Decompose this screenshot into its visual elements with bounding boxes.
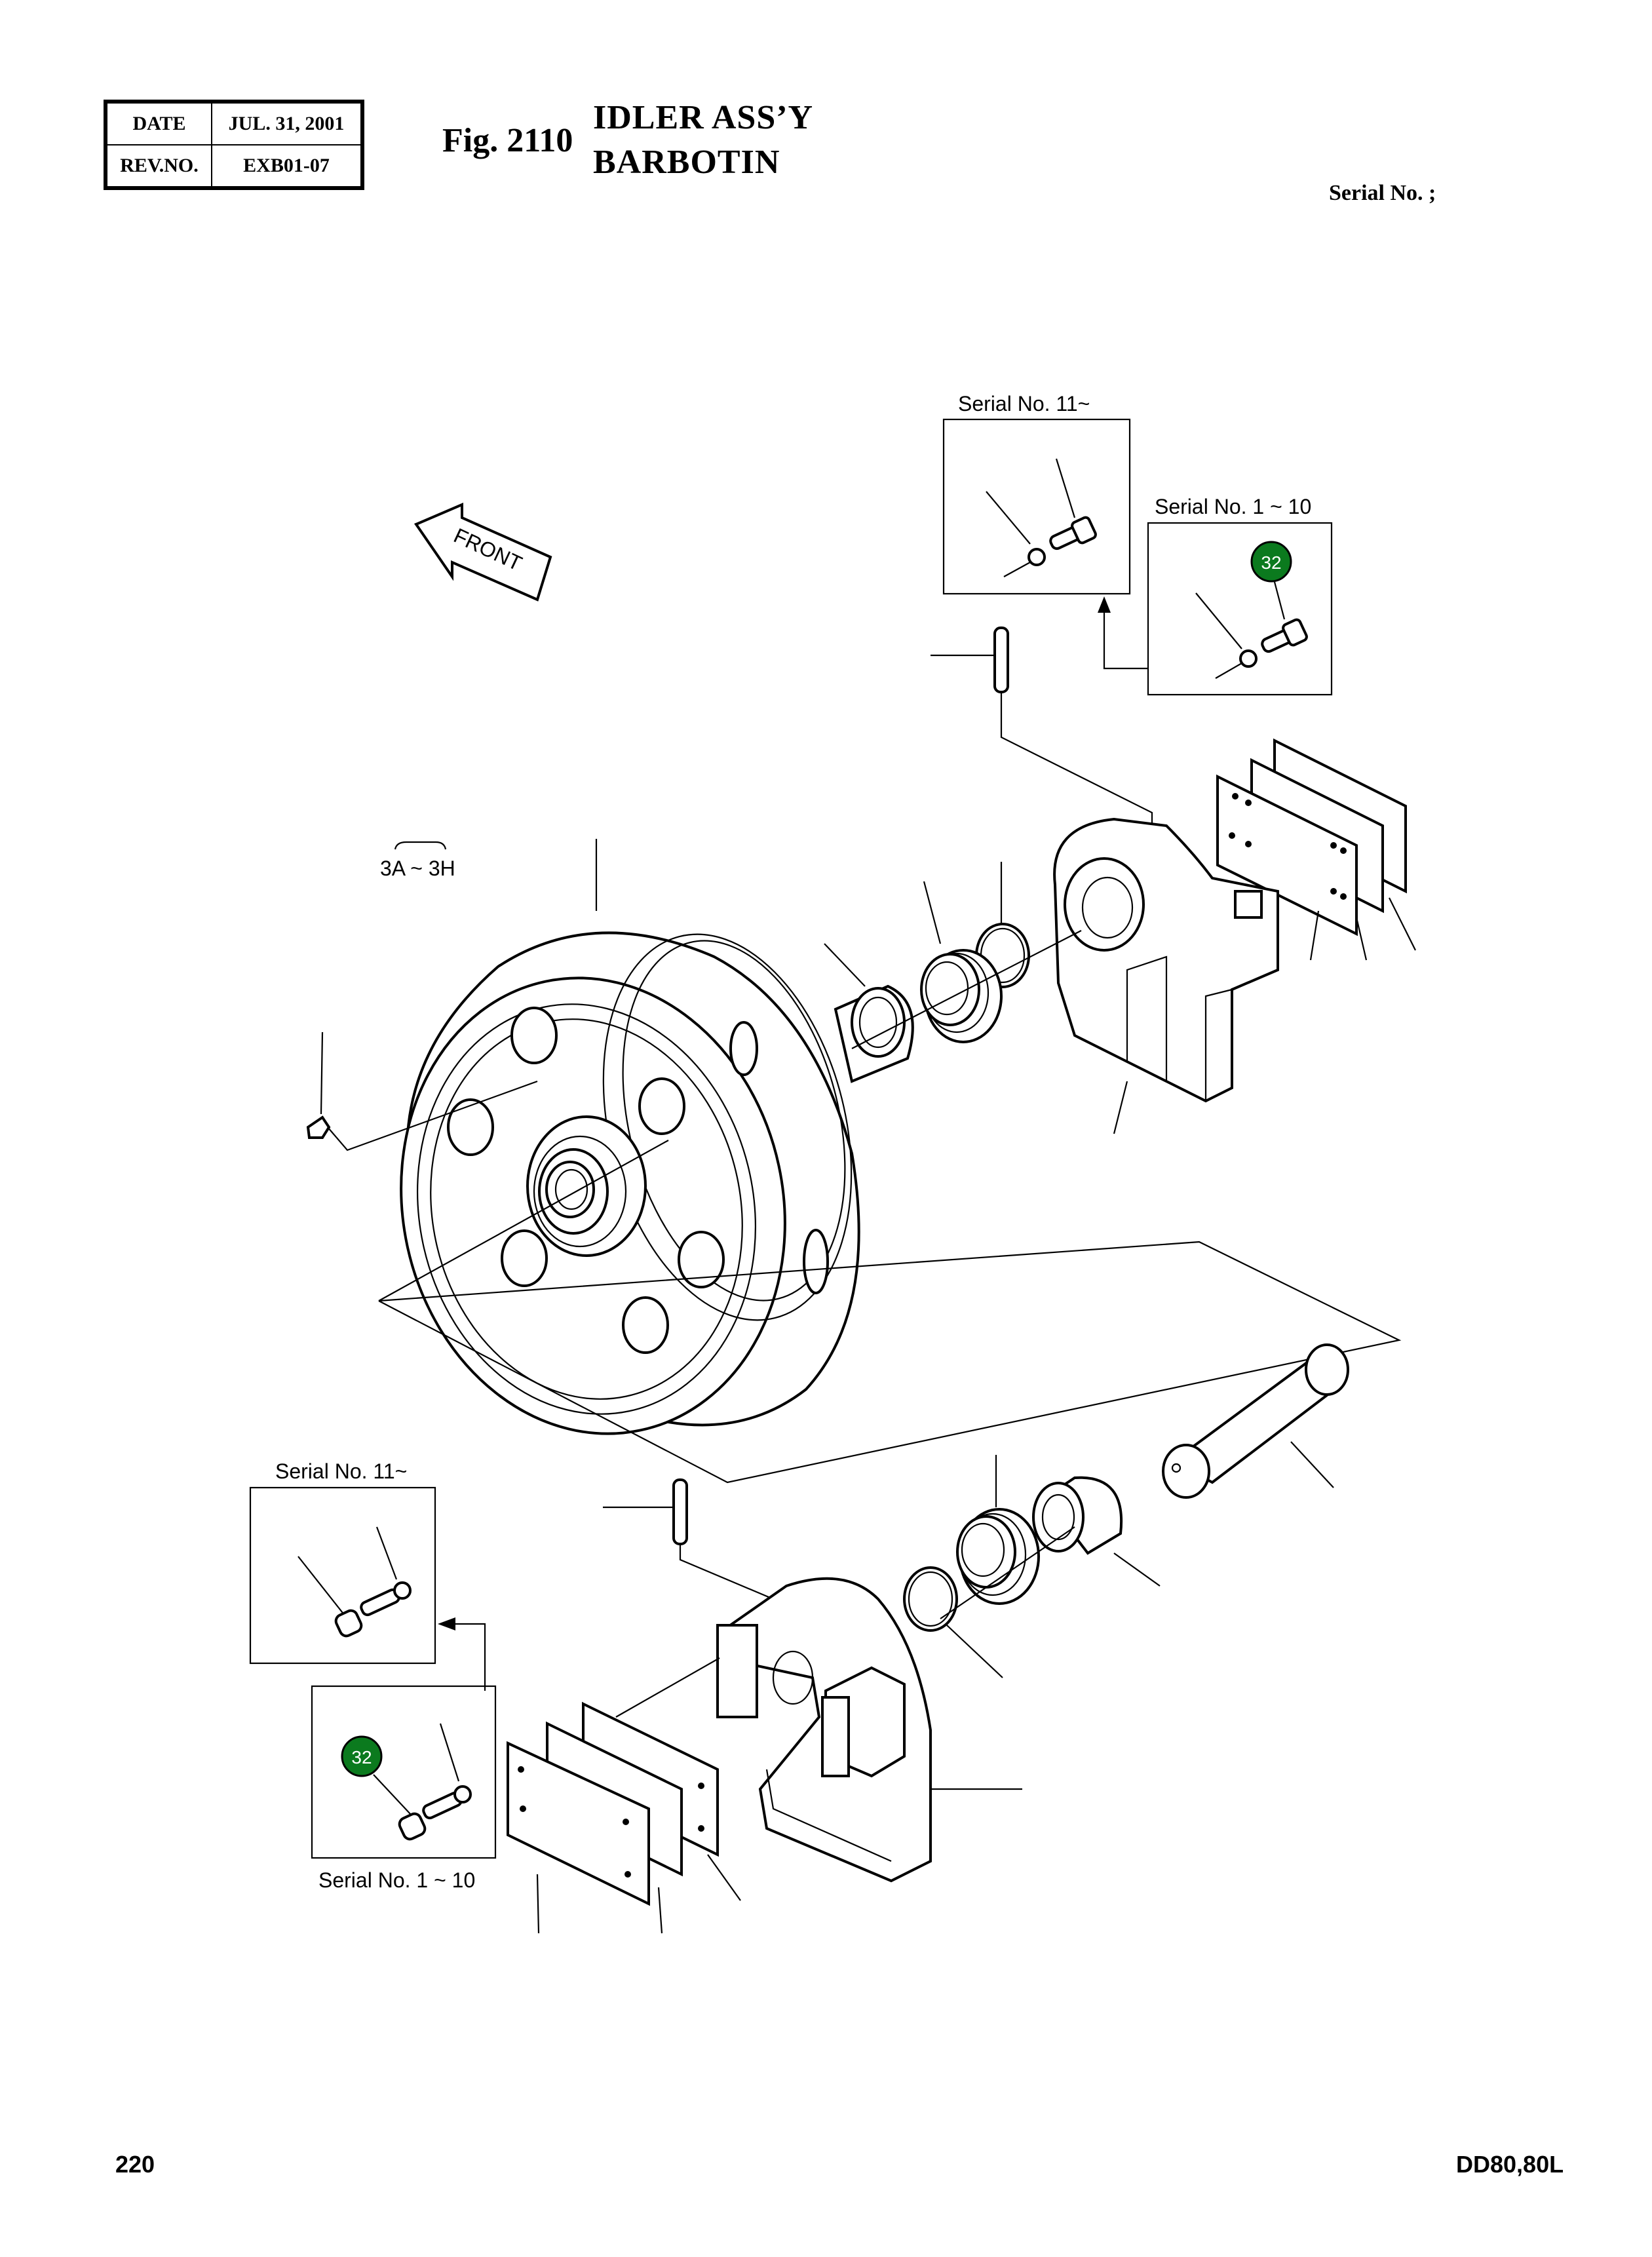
part-badge-32: [341, 1735, 383, 1777]
page-number: 220: [115, 2151, 155, 2178]
bushing-top: [824, 943, 914, 1083]
figure-number: Fig. 2110: [442, 122, 573, 159]
part-badge-32: [1250, 541, 1292, 583]
idler-bracket-bottom: [716, 1577, 1022, 1883]
bottom-callout-serial-old: 32 Serial No. 1 ~ 10: [311, 1685, 497, 1892]
rev-value: EXB01-07: [211, 144, 363, 189]
o-ring-bottom: [903, 1566, 1003, 1678]
bolt-icon: [1239, 618, 1308, 668]
group-label: 3A ~ 3H: [380, 857, 455, 880]
spring-pin-top: [931, 627, 1153, 834]
grease-plug: [306, 1032, 538, 1151]
idler-bracket-top: [1053, 817, 1279, 1134]
figure-title: IDLER ASS’Y: [593, 99, 814, 136]
top-callout-serial-old: Serial No. 1 ~ 10 32: [1147, 495, 1333, 696]
shims-bottom: [507, 1657, 741, 1934]
serial-label: Serial No. ;: [1329, 181, 1436, 205]
seal-ring-top: [920, 881, 1003, 1043]
shims-top: [1216, 738, 1416, 961]
idler-wheel: [400, 839, 860, 1435]
seal-ring-bottom: [956, 1455, 1040, 1605]
bushing-bottom: [1032, 1476, 1161, 1587]
part-badge-32-number: 32: [1261, 552, 1281, 573]
bolt-icon: [334, 1581, 412, 1638]
spring-pin-bottom: [603, 1478, 784, 1626]
idler-shaft: [1162, 1343, 1349, 1499]
date-value: JUL. 31, 2001: [211, 101, 363, 145]
part-badge-32-number: 32: [351, 1747, 372, 1767]
bolt-icon: [1028, 516, 1097, 566]
rev-label: REV.NO.: [105, 144, 212, 189]
top-callout-serial-new-label: Serial No. 11~: [958, 392, 1090, 415]
front-arrow-icon: FRONT: [413, 502, 552, 602]
bottom-callout-serial-old-label: Serial No. 1 ~ 10: [318, 1868, 475, 1892]
model-number: DD80,80L: [1456, 2151, 1564, 2178]
top-callout-serial-new: Serial No. 11~: [942, 392, 1131, 595]
figure-subtitle: BARBOTIN: [593, 144, 780, 181]
bottom-callout-serial-new-label: Serial No. 11~: [275, 1459, 407, 1483]
bolt-icon: [398, 1785, 472, 1841]
bottom-callout-serial-new: Serial No. 11~: [249, 1459, 436, 1665]
revision-table: DATE JUL. 31, 2001 REV.NO. EXB01-07: [104, 100, 364, 190]
top-callout-serial-old-label: Serial No. 1 ~ 10: [1155, 495, 1311, 518]
date-label: DATE: [105, 101, 212, 145]
